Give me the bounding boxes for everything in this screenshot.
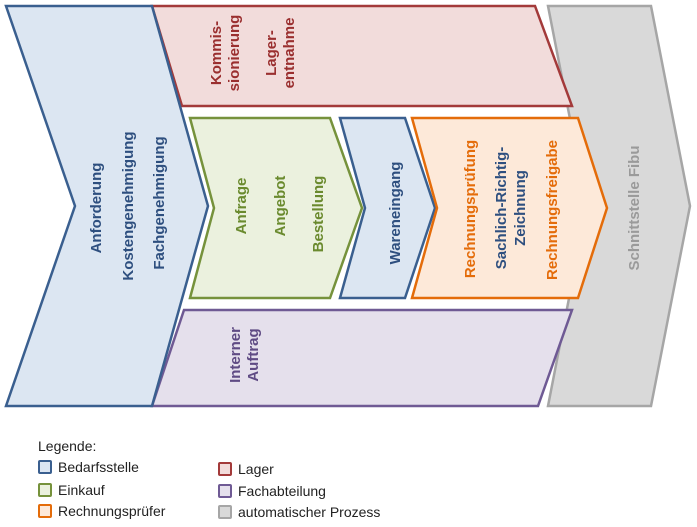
legend-swatch bbox=[38, 483, 52, 497]
legend-item-einkauf: Einkauf bbox=[38, 481, 105, 499]
label-anfrage: Anfrage bbox=[233, 178, 250, 235]
legend-label: Rechnungsprüfer bbox=[58, 503, 166, 519]
label-fachgenehmigung: Fachgenehmigung bbox=[151, 136, 168, 269]
label-bestellung: Bestellung bbox=[310, 176, 327, 253]
legend-swatch bbox=[218, 484, 232, 498]
label-lager: Lager- bbox=[263, 30, 280, 76]
label-rechnungspruefung: Rechnungsprüfung bbox=[462, 140, 479, 278]
lager-shape bbox=[150, 4, 574, 108]
bedarfsstelle-shape bbox=[4, 4, 210, 408]
label-auftrag: Auftrag bbox=[245, 328, 262, 381]
label-kommis: Kommis- bbox=[208, 21, 225, 85]
legend: Legende: Bedarfsstelle Einkauf Rechnungs… bbox=[38, 438, 438, 523]
einkauf-shape bbox=[188, 116, 364, 300]
legend-label: Einkauf bbox=[58, 482, 105, 498]
label-rechnungsfreigabe: Rechnungsfreigabe bbox=[544, 140, 561, 280]
legend-label: automatischer Prozess bbox=[238, 504, 381, 520]
legend-swatch bbox=[38, 504, 52, 518]
legend-swatch bbox=[38, 460, 52, 474]
legend-item-rechnungspruefer: Rechnungsprüfer bbox=[38, 502, 165, 520]
legend-title: Legende: bbox=[38, 438, 97, 454]
legend-item-lager: Lager bbox=[218, 460, 274, 478]
label-sionierung: sionierung bbox=[226, 15, 243, 92]
legend-label: Lager bbox=[238, 461, 274, 477]
rechnung-shape bbox=[410, 116, 609, 300]
label-anforderung: Anforderung bbox=[88, 163, 105, 254]
legend-label: Fachabteilung bbox=[238, 483, 326, 499]
legend-item-fachabteilung: Fachabteilung bbox=[218, 482, 326, 500]
legend-label: Bedarfsstelle bbox=[58, 459, 139, 475]
legend-swatch bbox=[218, 462, 232, 476]
label-interner: Interner bbox=[227, 327, 244, 383]
label-kostengenehmigung: Kostengenehmigung bbox=[120, 131, 137, 280]
label-sachlich-richtig: Sachlich-Richtig- bbox=[493, 147, 510, 270]
label-entnahme: entnahme bbox=[281, 18, 298, 89]
label-schnittstelle-fibu: Schnittstelle Fibu bbox=[626, 145, 643, 270]
legend-item-automatisch: automatischer Prozess bbox=[218, 503, 380, 521]
legend-item-bedarfsstelle: Bedarfsstelle bbox=[38, 458, 139, 476]
fachabteilung-shape bbox=[150, 308, 574, 408]
wareneingang-shape bbox=[338, 116, 437, 300]
label-zeichnung: Zeichnung bbox=[512, 170, 529, 246]
label-angebot: Angebot bbox=[272, 176, 289, 237]
label-wareneingang: Wareneingang bbox=[387, 162, 404, 265]
legend-swatch bbox=[218, 505, 232, 519]
